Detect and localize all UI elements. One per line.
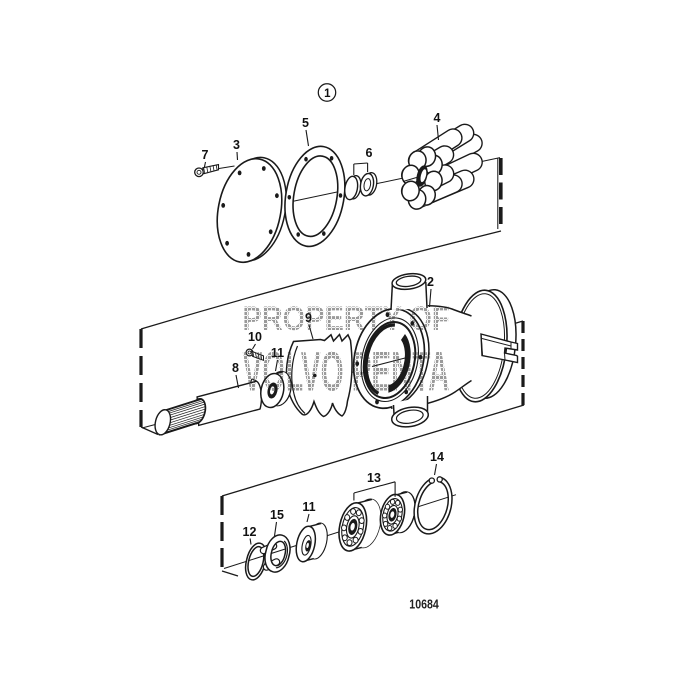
svg-text:15: 15: [270, 508, 284, 522]
svg-text:2: 2: [427, 275, 434, 289]
svg-text:11: 11: [271, 346, 284, 360]
svg-text:9: 9: [305, 311, 312, 325]
svg-text:4: 4: [434, 111, 441, 125]
svg-text:10684: 10684: [409, 597, 439, 612]
svg-text:VOLVO PENTA: VOLVO PENTA: [243, 340, 450, 403]
svg-text:12: 12: [243, 525, 257, 539]
svg-text:PROPERTY OF: PROPERTY OF: [243, 300, 450, 338]
svg-text:8: 8: [232, 361, 239, 375]
svg-text:6: 6: [366, 146, 373, 160]
svg-text:1: 1: [324, 88, 331, 100]
svg-text:3: 3: [233, 138, 240, 152]
svg-text:11: 11: [302, 500, 315, 514]
svg-text:10: 10: [248, 330, 262, 344]
svg-text:13: 13: [367, 471, 381, 485]
svg-text:5: 5: [302, 116, 309, 130]
svg-text:14: 14: [430, 450, 444, 464]
svg-text:7: 7: [202, 148, 209, 162]
